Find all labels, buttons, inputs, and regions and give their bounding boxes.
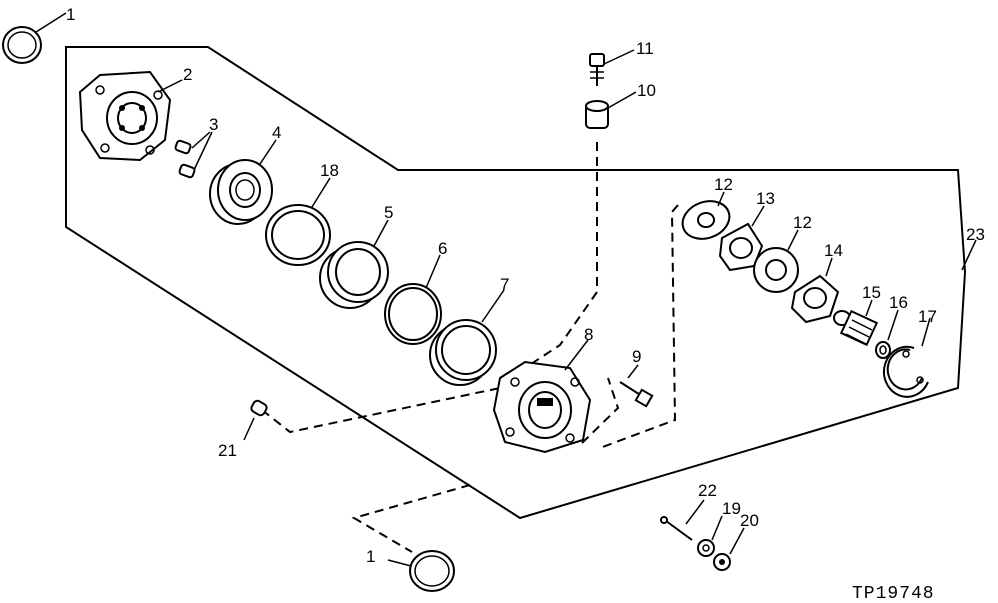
- part-12-washer-a: [681, 191, 731, 240]
- callout-3: 3: [209, 115, 218, 134]
- part-14-plate: [790, 257, 840, 324]
- callout-9: 9: [632, 347, 641, 366]
- part-12-washer-b: [753, 229, 799, 293]
- part-11-screw: [589, 49, 635, 86]
- part-5-seal: [319, 219, 389, 309]
- callout-1-bottom: 1: [366, 547, 375, 566]
- callout-13: 13: [756, 189, 775, 208]
- part-6-o-ring: [384, 254, 442, 345]
- part-22-pin: [660, 499, 705, 541]
- part-17-snap-ring: [883, 317, 931, 398]
- part-3-plugs: [174, 131, 213, 179]
- kit-outline: [65, 46, 967, 520]
- dashed-path-10-to-8: [524, 142, 598, 369]
- callout-19: 19: [722, 499, 741, 518]
- part-18-ring: [265, 177, 331, 266]
- part-15-splined-shaft: [833, 299, 879, 347]
- part-4-bearing: [209, 139, 277, 225]
- callout-2: 2: [183, 65, 192, 84]
- callout-12a: 12: [714, 175, 733, 194]
- dashed-path-21-to-8: [261, 387, 501, 434]
- part-9-bolt: [619, 364, 654, 408]
- callout-18: 18: [320, 161, 339, 180]
- part-19-washer: [697, 515, 723, 557]
- part-1-o-ring-bottom: [387, 550, 455, 592]
- part-20-nut: [713, 527, 745, 571]
- callout-16: 16: [889, 293, 908, 312]
- part-21-plug: [243, 399, 268, 441]
- callout-8: 8: [584, 325, 593, 344]
- callout-7: 7: [500, 275, 509, 294]
- part-1-o-ring-top: [2, 12, 67, 64]
- callout-4: 4: [272, 123, 281, 142]
- callout-6: 6: [438, 239, 447, 258]
- callout-1-top: 1: [66, 5, 75, 24]
- dashed-path-9: [581, 377, 620, 444]
- callout-20: 20: [740, 511, 759, 530]
- dashed-path-12-to-8: [599, 204, 679, 449]
- callout-5: 5: [384, 203, 393, 222]
- callout-12b: 12: [793, 213, 812, 232]
- figure-code: TP19748: [852, 584, 935, 603]
- callout-10: 10: [637, 81, 656, 100]
- callout-21: 21: [218, 441, 237, 460]
- part-2-housing: [78, 70, 183, 162]
- part-7-seal: [429, 289, 505, 386]
- callout-22: 22: [698, 481, 717, 500]
- part-16-small-ring: [875, 309, 899, 359]
- leader-23: [961, 239, 977, 271]
- part-10-fitting: [585, 91, 637, 129]
- part-8-flange: [492, 339, 592, 454]
- callout-23: 23: [966, 225, 985, 244]
- dashed-path-1-bottom: [351, 484, 471, 553]
- callout-15: 15: [862, 283, 881, 302]
- callout-17: 17: [918, 307, 937, 326]
- callout-14: 14: [824, 241, 843, 260]
- callout-11: 11: [636, 39, 654, 58]
